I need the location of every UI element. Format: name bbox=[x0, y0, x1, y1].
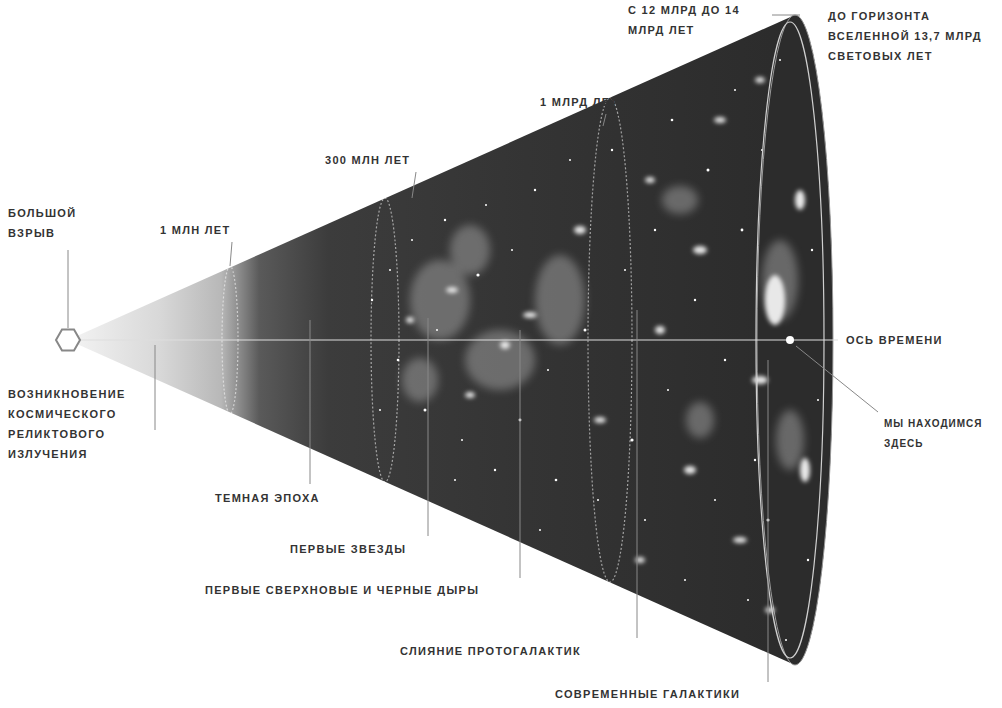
era-label: ТЕМНАЯ ЭПОХА bbox=[215, 488, 375, 508]
time-label: 1 МЛРД ЛЕТ bbox=[540, 92, 660, 112]
stars bbox=[371, 59, 819, 641]
time-label: 300 МЛН ЛЕТ bbox=[325, 150, 455, 170]
galaxy-blobs bbox=[406, 77, 810, 613]
here-label: МЫ НАХОДИМСЯ ЗДЕСЬ bbox=[884, 414, 1000, 454]
time-label: 1 МЛН ЛЕТ bbox=[160, 220, 270, 240]
horizon-label: ДО ГОРИЗОНТА ВСЕЛЕННОЙ 13,7 МЛРД СВЕТОВЫ… bbox=[828, 6, 998, 66]
event-label: ВОЗНИКНОВЕНИЕ КОСМИЧЕСКОГО РЕЛИКТОВОГО И… bbox=[8, 384, 146, 464]
axis-label: ОСЬ ВРЕМЕНИ bbox=[846, 330, 996, 350]
time-label: С 12 МЛРД ДО 14 МЛРД ЛЕТ bbox=[628, 0, 778, 40]
event-label: БОЛЬШОЙ ВЗРЫВ bbox=[8, 203, 98, 243]
era-label: СОВРЕМЕННЫЕ ГАЛАКТИКИ bbox=[555, 684, 815, 704]
big-bang-symbol bbox=[56, 330, 80, 351]
protogalaxy-glow bbox=[402, 186, 804, 470]
era-label: ПЕРВЫЕ СВЕРХНОВЫЕ И ЧЕРНЫЕ ДЫРЫ bbox=[205, 580, 565, 600]
here-dot bbox=[786, 336, 794, 344]
era-label: ПЕРВЫЕ ЗВЕЗДЫ bbox=[290, 539, 460, 559]
era-label: СЛИЯНИЕ ПРОТОГАЛАКТИК bbox=[400, 641, 660, 661]
leader-lines bbox=[68, 15, 878, 682]
time-axis bbox=[80, 339, 838, 340]
